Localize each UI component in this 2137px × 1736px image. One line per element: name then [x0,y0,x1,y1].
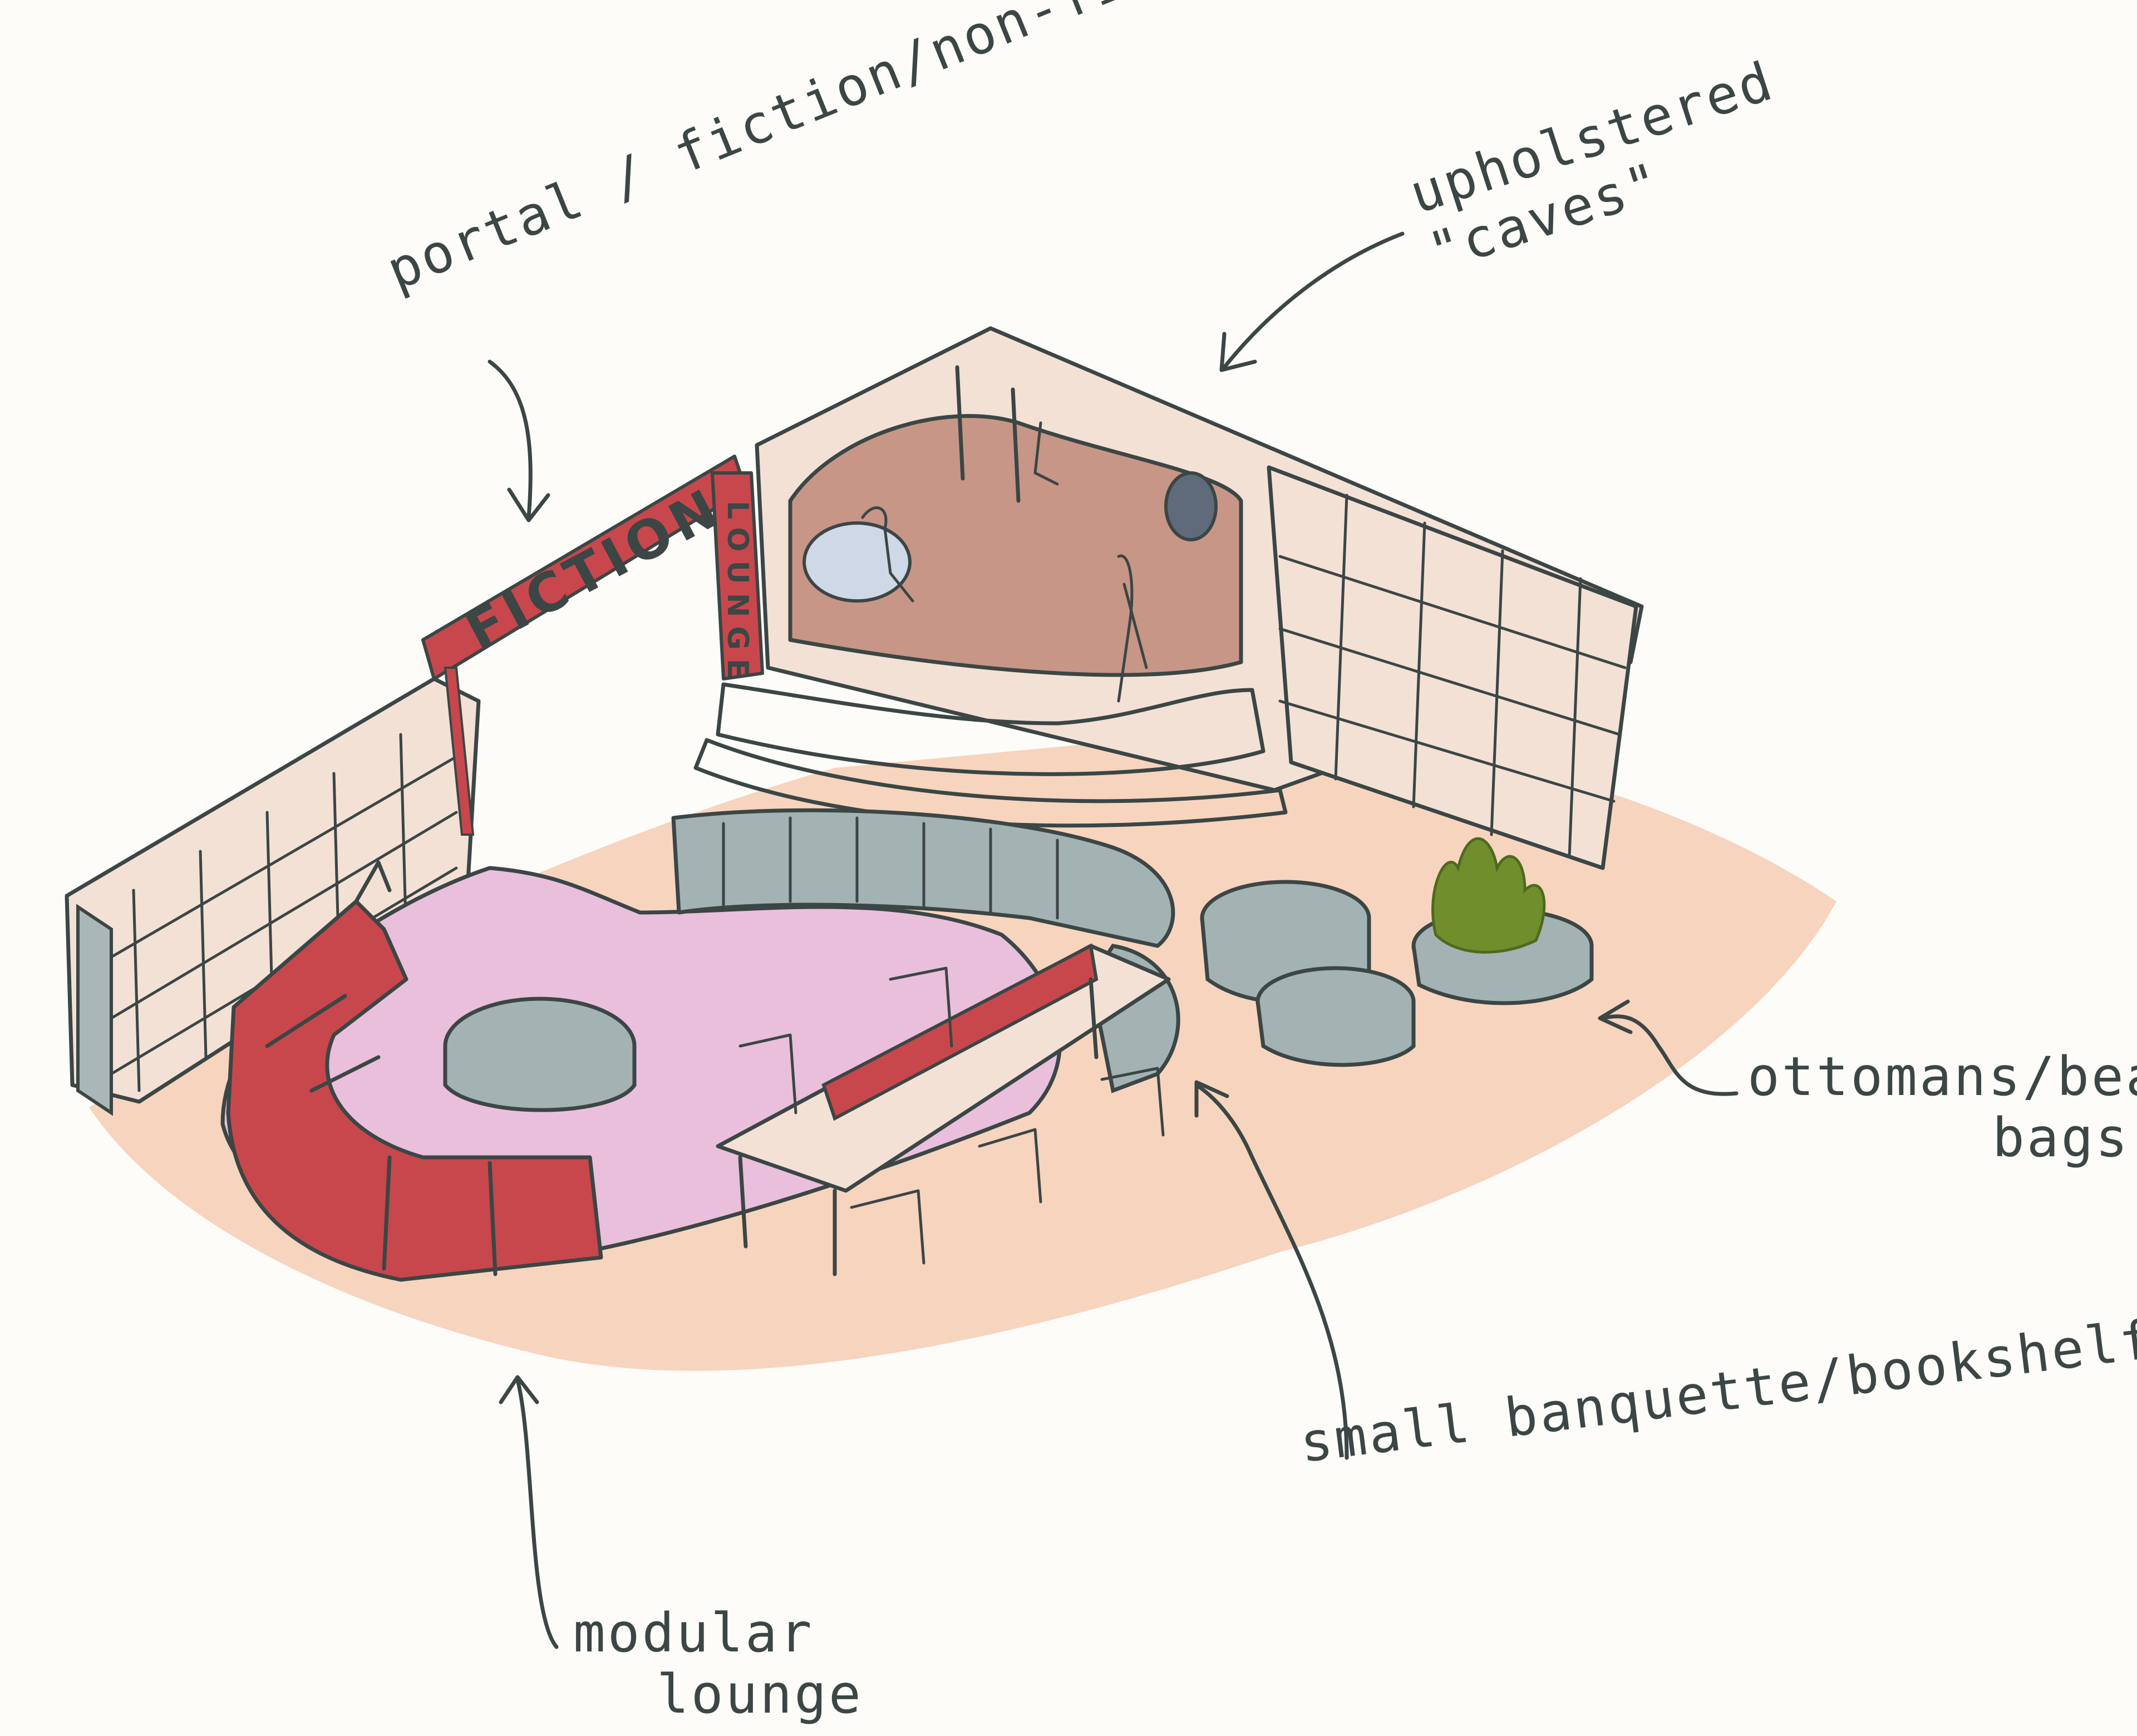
ottomans-arrow [1598,999,1739,1096]
lounge-label: modular lounge [573,1602,863,1725]
lounge-sign-text: LOUNGE [721,501,754,687]
lounge-label-line2: lounge [657,1663,863,1726]
ottomans-label-line1: ottomans/bean [1747,1045,2137,1108]
banquette-arrow [1194,1080,1349,1460]
right-bookshelf-wall [1267,465,1638,870]
lounge-arrow [499,1375,559,1649]
ottoman-group [1200,880,1594,1067]
long-table [716,943,1171,1276]
plant-icon [1431,837,1546,954]
center-ottoman [443,997,637,1112]
modular-lounge-sofa [226,860,603,1282]
ottomans-label-line2: bags [1992,1107,2130,1170]
portal-arrow [488,359,550,522]
ottomans-label: ottomans/bean bags [1747,1046,2137,1169]
fiction-sign-text: FICTION [455,475,732,662]
annotation-arrows [488,231,1739,1649]
caves-arrow [1219,231,1405,372]
lounge-label-line1: modular [573,1602,814,1664]
